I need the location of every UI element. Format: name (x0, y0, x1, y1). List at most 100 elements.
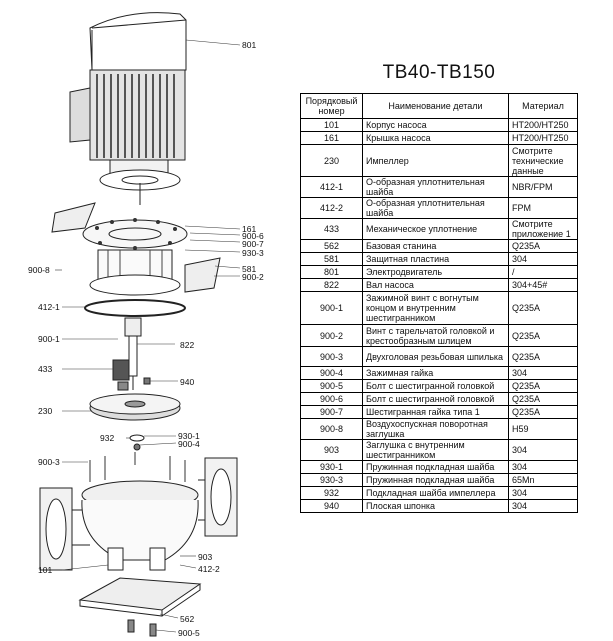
part-name-cell: Подкладная шайба импеллера (362, 486, 509, 500)
callout-900-3: 900-3 (38, 457, 60, 467)
part-material-cell: H59 (508, 418, 578, 440)
part-number-cell: 903 (300, 439, 363, 461)
part-material-cell: 304 (508, 439, 578, 461)
part-name-cell: Болт с шестигранной головкой (362, 392, 509, 406)
part-number-cell: 930-3 (300, 473, 363, 487)
callout-412-2: 412-2 (198, 564, 220, 574)
part-material-cell: 304 (508, 252, 578, 266)
part-material-cell: 304+45# (508, 278, 578, 292)
part-material-cell: 304 (508, 460, 578, 474)
motor-801 (69, 12, 187, 205)
part-name-cell: Пружинная подкладная шайба (362, 473, 509, 487)
part-material-cell: Q235A (508, 346, 578, 367)
part-name-cell: Электродвигатель (362, 265, 509, 279)
callout-161: 161 (242, 224, 257, 234)
part-name-cell: Шестигранная гайка типа 1 (362, 405, 509, 419)
part-number-cell: 900-4 (300, 366, 363, 380)
part-number-cell: 412-2 (300, 197, 363, 219)
callout-801: 801 (242, 40, 257, 50)
base-plate-562 (78, 577, 202, 617)
callout-562: 562 (180, 614, 195, 624)
part-material-cell: Q235A (508, 379, 578, 393)
parts-table: Порядковый номер Наименование детали Мат… (300, 93, 578, 513)
part-name-cell: Вал насоса (362, 278, 509, 292)
part-name-cell: Защитная пластина (362, 252, 509, 266)
mechanical-seal-433 (112, 359, 130, 391)
exploded-pump-drawing (39, 12, 241, 637)
part-name-cell: Плоская шпонка (362, 499, 509, 513)
part-material-cell: FPM (508, 197, 578, 219)
studs-900-3 (89, 452, 186, 482)
part-number-cell: 900-5 (300, 379, 363, 393)
part-number-cell: 900-8 (300, 418, 363, 440)
callout-581: 581 (242, 264, 257, 274)
leader-lines (55, 39, 241, 633)
part-name-cell: Корпус насоса (362, 118, 509, 132)
bolts-900-5 (127, 619, 157, 637)
part-material-cell: HT200/HT250 (508, 131, 578, 145)
part-name-cell: Зажимной винт с вогнутым концом и внутре… (362, 291, 509, 325)
callout-900-8: 900-8 (28, 265, 50, 275)
part-number-cell: 932 (300, 486, 363, 500)
part-number-cell: 433 (300, 218, 363, 240)
callout-930-3: 930-3 (242, 248, 264, 258)
callout-900-2: 900-2 (242, 272, 264, 282)
callout-930-1: 930-1 (178, 431, 200, 441)
part-number-cell: 562 (300, 239, 363, 253)
part-name-cell: Импеллер (362, 144, 509, 177)
part-number-cell: 900-1 (300, 291, 363, 325)
pump-casing-101 (39, 457, 238, 571)
part-name-cell: Механическое уплотнение (362, 218, 509, 240)
part-number-cell: 900-3 (300, 346, 363, 367)
part-name-cell: Крышка насоса (362, 131, 509, 145)
callout-900-1: 900-1 (38, 334, 60, 344)
part-material-cell: 304 (508, 499, 578, 513)
part-name-cell: Болт с шестигранной головкой (362, 379, 509, 393)
part-number-cell: 101 (300, 118, 363, 132)
callout-900-5: 900-5 (178, 628, 200, 638)
part-material-cell: NBR/FPM (508, 176, 578, 198)
part-material-cell: 304 (508, 366, 578, 380)
part-number-cell: 900-6 (300, 392, 363, 406)
part-number-cell: 161 (300, 131, 363, 145)
part-number-cell: 801 (300, 265, 363, 279)
part-material-cell: Q235A (508, 324, 578, 347)
callout-900-4: 900-4 (178, 439, 200, 449)
part-material-cell: 65Mn (508, 473, 578, 487)
part-number-cell: 230 (300, 144, 363, 177)
o-ring-412-1 (84, 299, 186, 317)
part-number-cell: 930-1 (300, 460, 363, 474)
part-material-cell: Смотрите технические данные (508, 144, 578, 177)
part-material-cell: Q235A (508, 405, 578, 419)
part-name-cell: Воздухоспускная поворотная заглушка (362, 418, 509, 440)
part-name-cell: О-образная уплотнительная шайба (362, 176, 509, 198)
callout-412-1: 412-1 (38, 302, 60, 312)
callout-230: 230 (38, 406, 53, 416)
part-number-cell: 900-2 (300, 324, 363, 347)
impeller-230 (89, 393, 181, 421)
part-name-cell: Заглушка с внутренним шестигранником (362, 439, 509, 461)
callout-101: 101 (38, 565, 53, 575)
part-name-cell: Двухголовая резьбовая шпилька (362, 346, 509, 367)
part-material-cell: Q235A (508, 291, 578, 325)
header-number: Порядковый номер (300, 93, 363, 119)
part-material-cell: 304 (508, 486, 578, 500)
washer-932 (129, 434, 145, 442)
part-number-cell: 822 (300, 278, 363, 292)
